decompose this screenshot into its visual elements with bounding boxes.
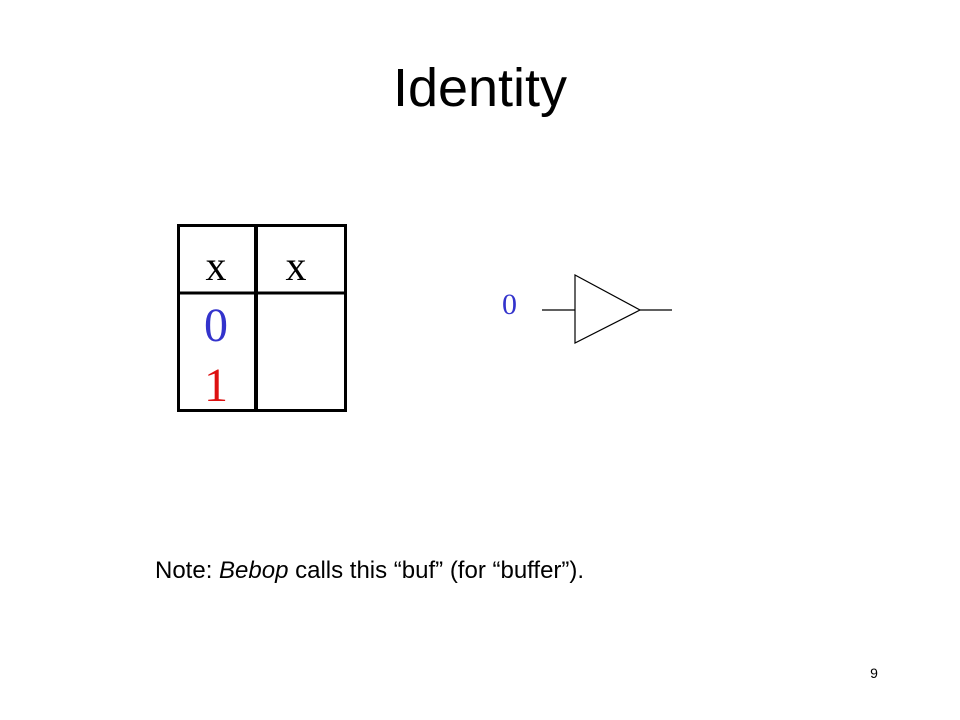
gate-input-value: 0 [502,288,517,321]
buffer-gate-diagram: 0 [496,268,686,358]
buffer-gate-triangle [574,273,642,344]
slide-title: Identity [392,58,568,118]
truth-table-grid [177,224,347,412]
page-number: 9 [870,665,878,681]
table-row-1-input: 1 [204,359,228,412]
note-emphasis: Bebop [219,557,289,584]
note-prefix: Note: [155,557,220,584]
table-header-output: x [285,244,307,290]
truth-table: x x 0 1 [177,224,347,412]
note-suffix: calls this “buf” (for “buffer”). [288,557,585,584]
table-row-0-input: 0 [204,299,228,352]
buffer-gate-symbol [542,273,672,344]
note-text: Note: Bebop calls this “buf” (for “buffe… [155,556,584,586]
table-border [177,224,347,412]
table-header-input: x [205,244,227,290]
